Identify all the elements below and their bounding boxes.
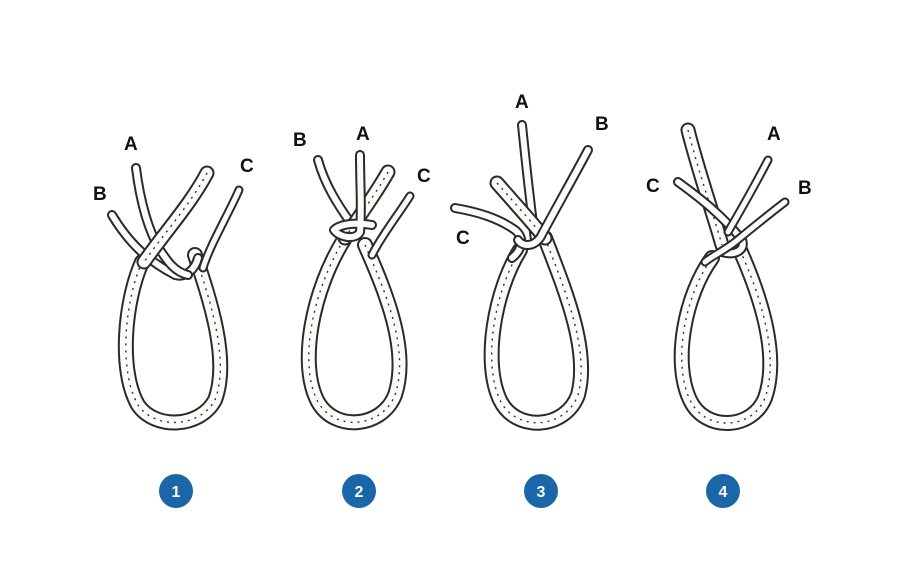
step-4-standing-part [680,122,730,253]
step-2-rope-loop [300,230,408,431]
step-4-figure: A B C [646,122,812,431]
step-1-rope-loop [117,247,229,431]
step-4-strand-a [723,155,773,237]
step-3-figure: A B C [450,92,609,431]
step-2-figure: A B C [293,124,431,431]
step-1-badge: 1 [159,474,193,508]
step-4-label-c: C [646,176,660,197]
step-2-label-a: A [356,124,370,145]
step-4-badge: 4 [706,474,740,508]
step-3-badge: 3 [524,474,558,508]
step-3-label-c: C [456,228,470,249]
step-3-rope-loop [483,230,590,431]
step-2-strand-a [329,150,377,242]
step-3-number: 3 [537,484,546,501]
step-1-label-a: A [124,134,138,155]
step-3-label-b: B [595,114,609,135]
step-3-strand-c [450,203,527,263]
step-4-number: 4 [719,484,728,501]
step-4-label-a: A [767,124,781,145]
step-1-standing-part [136,165,215,270]
step-2-badge: 2 [342,474,376,508]
step-1-number: 1 [172,484,181,501]
step-2-label-b: B [293,130,307,151]
step-3-label-a: A [515,92,529,113]
step-2-label-c: C [417,166,431,187]
step-1-strand-b [107,210,203,281]
step-1-figure: A B C [93,134,254,431]
step-1-strand-c [198,185,244,273]
step-4-strand-b [700,197,790,267]
step-4-rope-loop [673,242,779,431]
step-2-strand-c [367,191,415,260]
step-2-standing-part [337,164,396,246]
step-1-label-b: B [93,184,107,205]
step-2-strand-b [313,155,355,227]
step-2-number: 2 [355,484,364,501]
step-1-label-c: C [240,156,254,177]
step-3-strand-b [513,145,593,250]
step-4-label-b: B [798,178,812,199]
